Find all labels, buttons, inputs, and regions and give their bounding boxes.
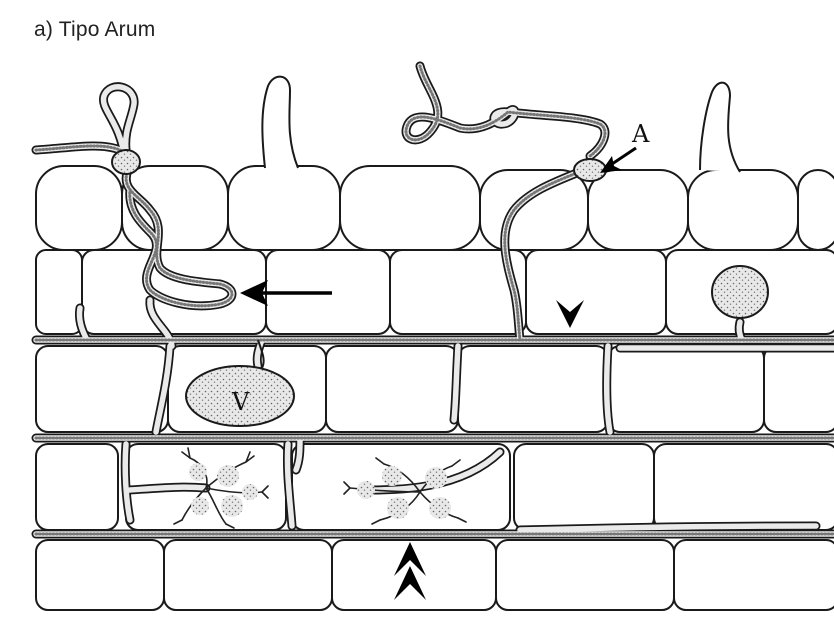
cortical-cell: [526, 250, 666, 334]
cortical-cell: [82, 250, 266, 334]
appressorium: [112, 150, 140, 174]
cortical-cell: [36, 540, 164, 610]
epidermal-cell: [480, 170, 588, 250]
epidermal-cell: [798, 170, 834, 250]
cortical-cell: [764, 346, 834, 432]
epidermal-cell: [36, 166, 122, 250]
epidermal-cell: [228, 166, 340, 250]
cortical-cell: [36, 250, 82, 334]
cortical-cell: [654, 444, 834, 530]
vesicle: [712, 266, 768, 318]
cortical-cell: [496, 540, 674, 610]
root-hair: [262, 77, 298, 168]
root-hair: [700, 83, 740, 172]
cortical-cell: [164, 540, 332, 610]
appressorium-label: A: [631, 120, 650, 148]
epidermal-cell: [340, 166, 480, 250]
cortical-cell: [326, 346, 458, 432]
cortical-cell: [514, 444, 654, 530]
appressorium: [574, 159, 606, 181]
cortical-cell: [674, 540, 834, 610]
epidermal-cell: [588, 170, 688, 250]
cortical-cell: [608, 346, 764, 432]
epidermal-cell: [122, 166, 228, 250]
epidermal-cell: [688, 170, 798, 250]
cortical-cell: [36, 346, 168, 432]
cortical-cell: [458, 346, 608, 432]
cortical-cell: [36, 444, 118, 530]
vesicle-label: V: [231, 388, 250, 416]
